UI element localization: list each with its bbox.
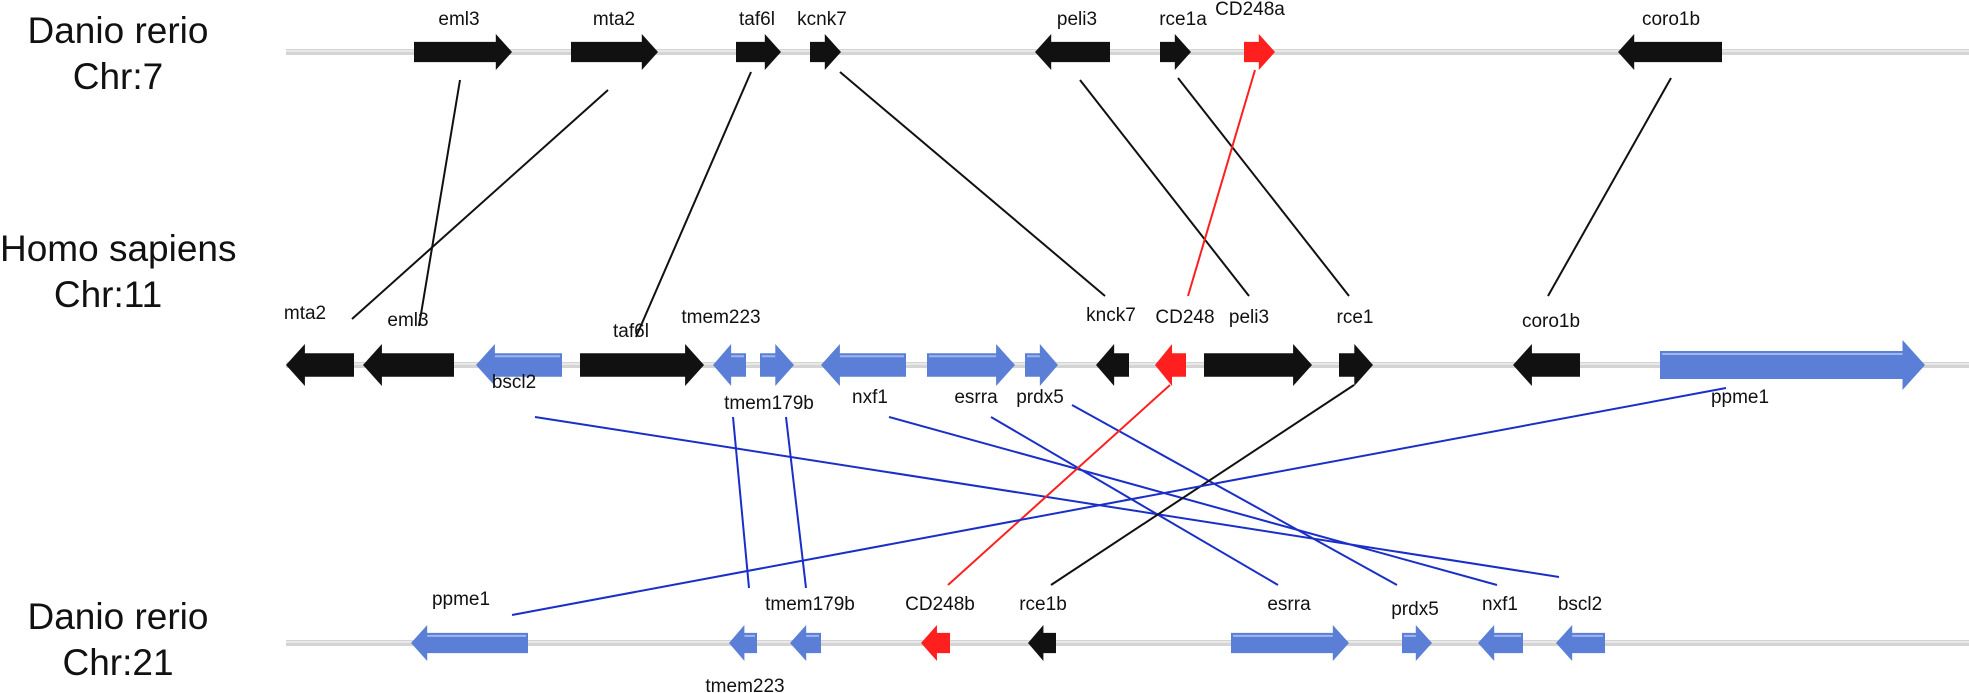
gene-arrow-dr7-kcnk7 (810, 34, 841, 70)
chromosome-name: Chr:7 (72, 56, 164, 97)
ortholog-link-dr7-coro1b-to-hs-coro1b (1547, 77, 1672, 297)
gene-arrow-dr21-nxf1 (1478, 625, 1523, 661)
gene-label-dr21-ppme1: ppme1 (432, 589, 490, 610)
track-label-homo-sapiens-chr11: Homo sapiens Chr:11 (0, 226, 237, 318)
gene-label-hs-esrra: esrra (954, 387, 998, 408)
gene-arrow-hs-peli3 (1204, 344, 1312, 386)
gene-label-hs-nxf1: nxf1 (852, 387, 888, 408)
gene-label-hs-coro1b: coro1b (1522, 311, 1580, 332)
gene-arrow-dr21-rce1b (1028, 625, 1056, 661)
ortholog-link-hs-esrra-to-dr21-esrra (990, 416, 1279, 586)
gene-arrow-dr7-mta2 (571, 34, 658, 70)
gene-arrow-dr7-coro1b (1618, 34, 1722, 70)
gene-arrows (286, 34, 1925, 661)
gene-arrow-hs-rce1 (1339, 344, 1373, 386)
gene-arrow-hs-nxf1 (821, 344, 906, 386)
gene-arrow-dr7-taf6l (736, 34, 781, 70)
species-name: Homo sapiens (0, 228, 237, 269)
ortholog-link-dr7-taf6l-to-hs-taf6l (635, 71, 752, 338)
ortholog-link-dr7-cd248a-to-hs-cd248 (1187, 69, 1256, 297)
gene-label-hs-tmem179b: tmem179b (724, 393, 814, 414)
gene-label-hs-prdx5: prdx5 (1016, 387, 1064, 408)
ortholog-link-dr7-mta2-to-hs-mta2 (351, 89, 609, 320)
gene-label-dr21-tmem179b: tmem179b (765, 594, 855, 615)
species-name: Danio rerio (27, 596, 209, 637)
gene-label-dr21-tmem223: tmem223 (705, 676, 784, 693)
gene-label-dr21-cd248b: CD248b (905, 594, 975, 615)
gene-label-hs-ppme1: ppme1 (1711, 387, 1769, 408)
gene-arrow-hs-esrra (927, 344, 1015, 386)
gene-arrow-hs-eml3 (363, 344, 454, 386)
ortholog-link-dr7-peli3-to-hs-peli3 (1079, 79, 1250, 297)
gene-arrow-dr7-peli3 (1035, 34, 1110, 70)
gene-label-hs-cd248: CD248 (1155, 307, 1214, 328)
gene-arrow-hs-ppme1 (1660, 340, 1925, 390)
species-name: Danio rerio (27, 10, 209, 51)
gene-label-hs-taf6l: taf6l (613, 321, 649, 342)
gene-arrow-dr21-cd248b (921, 625, 950, 661)
gene-arrow-dr21-prdx5 (1402, 625, 1432, 661)
gene-arrow-hs-tmem223 (713, 344, 746, 386)
track-label-danio-rerio-chr21: Danio rerio Chr:21 (18, 594, 218, 686)
ortholog-link-dr7-rce1a-to-hs-rce1 (1177, 77, 1350, 297)
gene-arrow-hs-bscl2 (476, 344, 562, 386)
gene-labels: eml3 mta2 taf6l kcnk7 peli3 rce1a CD248a coro1b… (284, 0, 1769, 693)
ortholog-link-hs-tmem223-to-dr21-tmem223 (732, 416, 750, 589)
gene-label-dr7-eml3: eml3 (438, 9, 479, 30)
gene-label-dr7-kcnk7: kcnk7 (797, 9, 847, 30)
track-label-danio-rerio-chr7: Danio rerio Chr:7 (18, 8, 218, 100)
gene-arrow-dr21-tmem179b (790, 625, 821, 661)
gene-label-hs-tmem223: tmem223 (681, 307, 760, 328)
chromosome-name: Chr:11 (53, 274, 163, 315)
gene-arrow-hs-tmem179b (760, 344, 794, 386)
gene-label-dr7-coro1b: coro1b (1642, 9, 1700, 30)
gene-arrow-hs-coro1b (1513, 344, 1580, 386)
chromosome-name: Chr:21 (62, 642, 174, 683)
gene-arrow-hs-prdx5 (1025, 344, 1058, 386)
gene-arrow-hs-mta2 (286, 344, 354, 386)
gene-label-dr7-taf6l: taf6l (739, 9, 775, 30)
ortholog-link-hs-nxf1-to-dr21-nxf1 (888, 416, 1498, 586)
gene-label-dr7-rce1a: rce1a (1159, 9, 1207, 30)
gene-label-hs-peli3: peli3 (1229, 307, 1269, 328)
ortholog-link-dr7-kcnk7-to-hs-knck7 (839, 71, 1106, 297)
ortholog-link-hs-prdx5-to-dr21-prdx5 (1071, 404, 1398, 586)
gene-arrow-hs-knck7 (1096, 344, 1129, 386)
gene-label-dr21-bscl2: bscl2 (1558, 594, 1602, 615)
gene-arrow-hs-taf6l (580, 344, 704, 386)
gene-label-dr7-mta2: mta2 (593, 9, 635, 30)
gene-label-dr21-esrra: esrra (1267, 594, 1311, 615)
gene-arrow-dr21-bscl2 (1556, 625, 1605, 661)
gene-label-dr7-cd248a: CD248a (1215, 0, 1285, 20)
ortholog-link-hs-tmem179b-to-dr21-tmem179b (785, 416, 807, 589)
gene-label-dr7-peli3: peli3 (1057, 9, 1097, 30)
gene-arrow-dr7-eml3 (414, 34, 512, 70)
gene-arrow-hs-cd248 (1155, 344, 1186, 386)
gene-arrow-dr7-cd248a (1244, 34, 1275, 70)
gene-arrow-dr21-ppme1 (411, 625, 528, 661)
gene-arrow-dr21-esrra (1231, 625, 1349, 661)
gene-arrow-dr7-rce1a (1160, 34, 1191, 70)
ortholog-links (351, 69, 1727, 616)
ortholog-link-hs-ppme1-to-dr21-ppme1 (511, 387, 1727, 616)
gene-label-dr21-rce1b: rce1b (1019, 594, 1067, 615)
gene-label-hs-knck7: knck7 (1086, 305, 1136, 326)
gene-label-dr21-nxf1: nxf1 (1482, 594, 1518, 615)
gene-arrow-dr21-tmem223 (729, 625, 757, 661)
gene-label-hs-rce1: rce1 (1337, 307, 1374, 328)
gene-label-dr21-prdx5: prdx5 (1391, 599, 1439, 620)
gene-label-hs-eml3: eml3 (387, 310, 428, 331)
ortholog-link-hs-cd248-to-dr21-cd248b (947, 384, 1171, 586)
gene-label-hs-bscl2: bscl2 (492, 372, 536, 393)
ortholog-link-dr7-eml3-to-hs-eml3 (418, 79, 461, 327)
gene-label-hs-mta2: mta2 (284, 303, 326, 324)
